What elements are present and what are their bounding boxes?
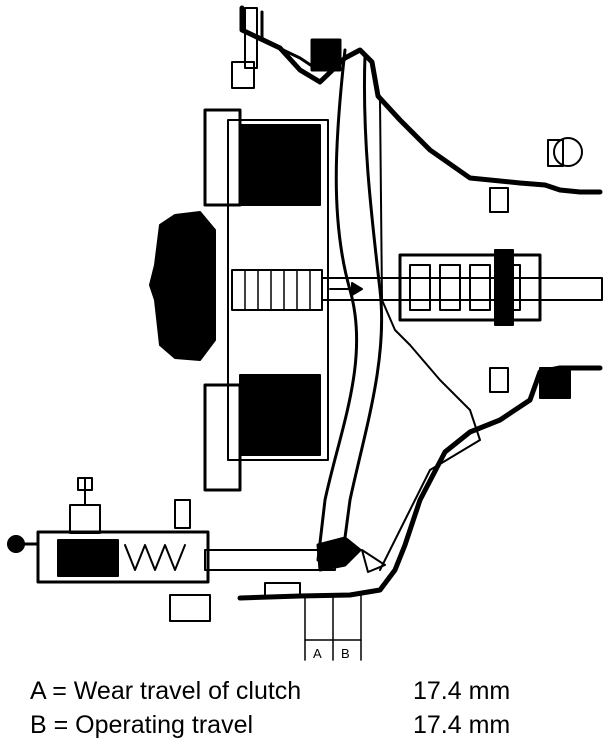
housing-bolt-boss [310, 38, 342, 72]
clutch-cover [227, 119, 329, 461]
housing-inner-wall [379, 99, 481, 571]
release-bearing [398, 253, 542, 322]
housing-bolt-right-mid [489, 367, 509, 393]
lever-travel-arrow [361, 549, 386, 573]
marker-a: A [313, 646, 322, 661]
hose-connector [7, 535, 25, 553]
clutch-disc-lower [239, 374, 321, 456]
top-bolt [231, 61, 255, 89]
adjust-sleeve [264, 582, 301, 598]
mount-bolt-upper [174, 499, 191, 529]
top-stud [244, 7, 258, 69]
vent-plug-base [547, 139, 564, 167]
housing-flange-top [260, 10, 320, 72]
legend-value-b: 17.4 mm [413, 711, 511, 739]
travel-dimension-lines [304, 594, 362, 661]
release-lever-inner [340, 53, 384, 562]
shaft-arrow [329, 282, 363, 296]
legend-value-a: 17.4 mm [413, 677, 511, 705]
legend-row-a: A = Wear travel of clutch 17.4 mm [30, 676, 590, 708]
bell-housing-lower [237, 365, 603, 601]
push-rod [204, 549, 336, 571]
legend-label-a: A = Wear travel of clutch [30, 677, 302, 705]
cylinder-piston [57, 539, 119, 577]
legend-row-b: B = Operating travel 17.4 mm [30, 710, 590, 742]
bearing-collar [494, 249, 514, 326]
bleeder-nipple [77, 477, 93, 506]
legend-label-b: B = Operating travel [30, 711, 254, 739]
hub-splines [244, 269, 311, 311]
clutch-disc-upper [239, 124, 321, 206]
input-shaft [321, 277, 603, 301]
crankshaft-flange [149, 211, 216, 361]
release-cylinder-body [36, 530, 210, 584]
bell-housing [239, 5, 603, 195]
cylinder-mount-bolt [169, 594, 211, 622]
housing-bolt-far-right [539, 367, 571, 399]
housing-bolt-right-upper [489, 187, 509, 213]
pressure-plate-upper [203, 108, 242, 207]
lever-tip [316, 536, 362, 572]
pressure-plate-lower [203, 383, 242, 492]
vent-plug [553, 137, 583, 167]
release-lever [316, 48, 359, 562]
marker-b: B [341, 646, 350, 661]
clutch-cross-section-diagram: A B [7, 5, 603, 661]
cylinder-spring [124, 544, 186, 571]
bleeder-valve [69, 504, 101, 534]
